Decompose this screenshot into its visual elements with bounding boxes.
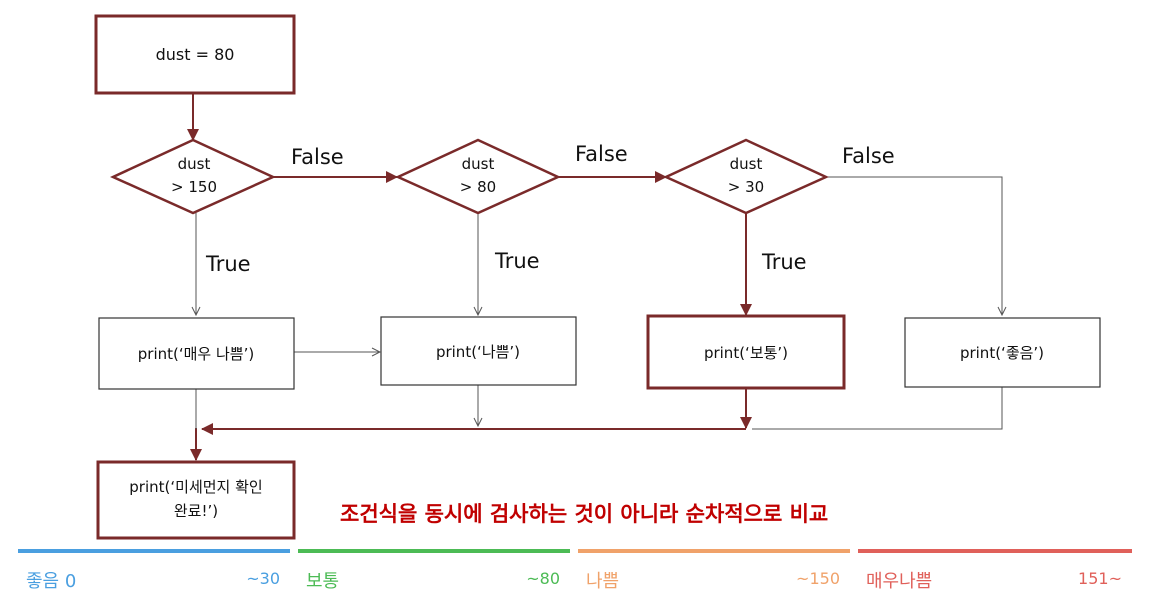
label-false-2: False: [575, 142, 628, 166]
connectors: [187, 93, 1003, 461]
decision-2-line2: > 80: [460, 178, 496, 196]
final-label-line2: 완료!’): [174, 502, 218, 520]
edge-cond3-false: [826, 176, 1002, 315]
legend-good: 좋음 0 ~30: [18, 549, 290, 592]
legend-very-bad: 매우나쁨 151~: [858, 549, 1132, 592]
legend-very-bad-bar: [858, 549, 1132, 553]
legend-very-bad-name: 매우나쁨: [866, 571, 933, 592]
sequential-note: 조건식을 동시에 검사하는 것이 아니라 순차적으로 비교: [340, 502, 829, 526]
legend-normal-value: ~80: [526, 569, 560, 588]
label-true-2: True: [494, 249, 540, 273]
legend-normal: 보통 ~80: [298, 549, 570, 592]
final-label-line1: print(‘미세먼지 확인: [129, 478, 262, 496]
decision-2-line1: dust: [462, 155, 495, 173]
print-very-bad-label: print(‘매우 나쁨’): [138, 345, 254, 363]
legend-very-bad-value: 151~: [1078, 569, 1122, 588]
print-good-label: print(‘좋음’): [960, 344, 1044, 362]
label-true-3: True: [761, 250, 807, 274]
print-bad-node: print(‘나쁨’): [380, 316, 577, 386]
start-node: dust = 80: [94, 14, 296, 95]
edge-print4-down: [752, 387, 1003, 430]
legend-bad-bar: [578, 549, 850, 553]
legend-good-name: 좋음 0: [26, 571, 77, 592]
legend-bad-name: 나쁨: [586, 571, 620, 592]
final-node: print(‘미세먼지 확인 완료!’): [96, 460, 296, 540]
decision-3-line2: > 30: [728, 178, 764, 196]
decision-1-line2: > 150: [171, 178, 217, 196]
decision-dust-gt-30: dust > 30: [662, 138, 830, 215]
legend-good-value: ~30: [246, 569, 280, 588]
print-normal-node: print(‘보통’): [646, 314, 846, 390]
print-bad-label: print(‘나쁨’): [436, 343, 520, 361]
decision-3-line1: dust: [730, 155, 763, 173]
legend-bad: 나쁨 ~150: [578, 549, 850, 592]
label-true-1: True: [205, 252, 251, 276]
decision-dust-gt-80: dust > 80: [394, 138, 562, 215]
label-false-3: False: [842, 144, 895, 168]
legend-normal-name: 보통: [306, 571, 340, 592]
legend-bad-value: ~150: [796, 569, 840, 588]
print-very-bad-node: print(‘매우 나쁨’): [98, 317, 295, 390]
legend-good-bar: [18, 549, 290, 553]
print-good-node: print(‘좋음’): [904, 317, 1101, 388]
legend-normal-bar: [298, 549, 570, 553]
decision-dust-gt-150: dust > 150: [109, 138, 277, 215]
decision-1-line1: dust: [178, 155, 211, 173]
label-false-1: False: [291, 145, 344, 169]
print-normal-label: print(‘보통’): [704, 344, 788, 362]
flowchart: dust = 80 dust > 150 dust > 80 dust > 30…: [94, 14, 1101, 540]
start-label: dust = 80: [156, 45, 235, 64]
